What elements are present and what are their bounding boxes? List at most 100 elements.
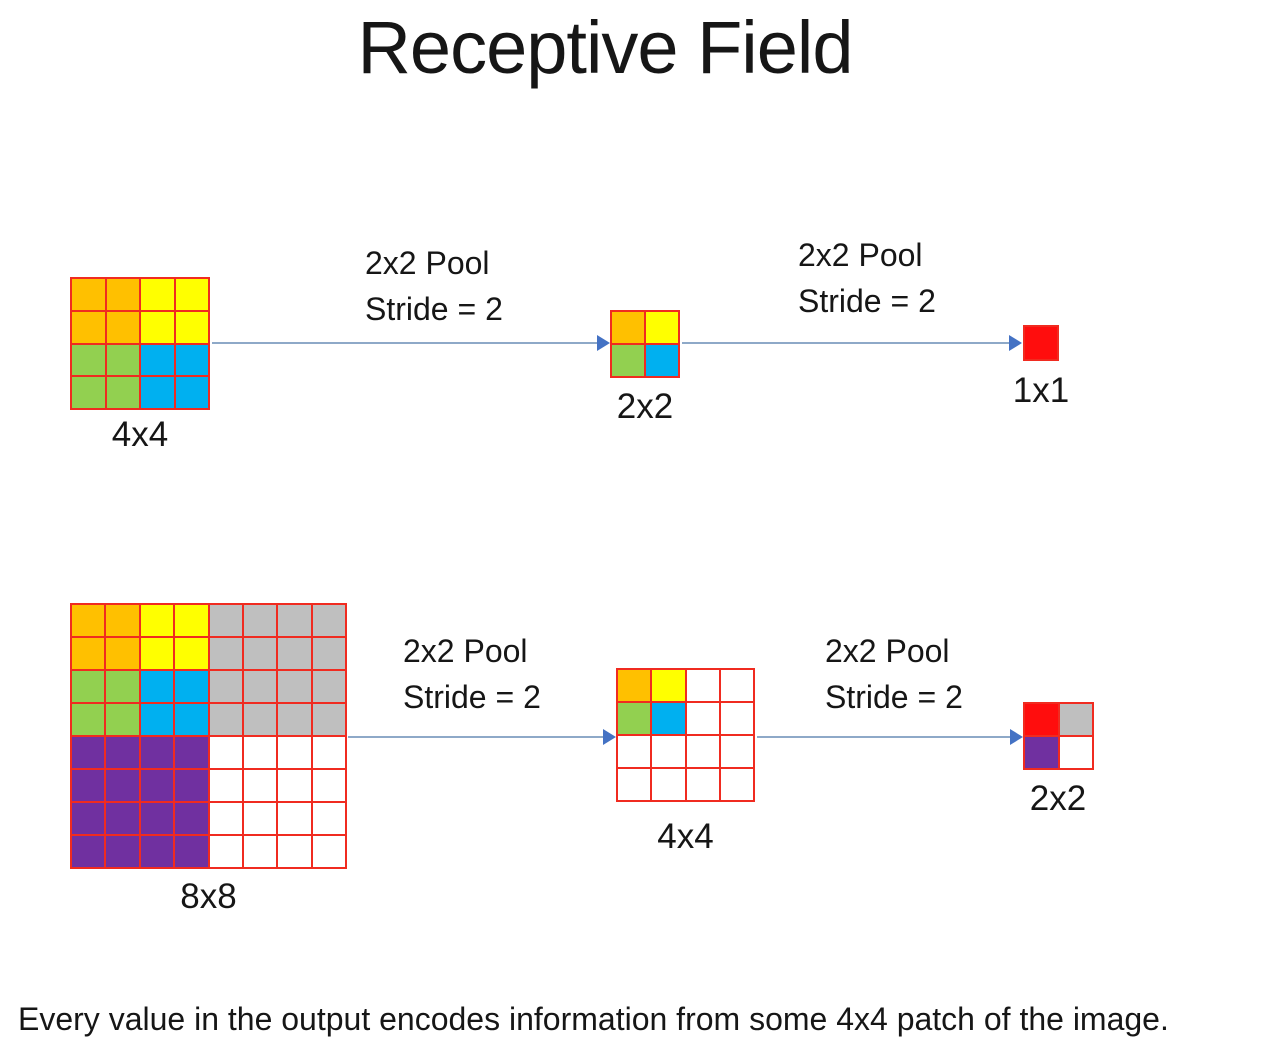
grid-cell-gray [209,605,242,636]
top-arrow-1 [212,335,610,351]
grid-cell-purple [140,737,174,768]
grid-cell-yellow [652,670,685,701]
top-input-grid-label: 4x4 [111,415,169,454]
grid-cell-white [686,769,719,800]
grid-cell-yellow [175,638,208,669]
grid-cell-gray [312,671,345,702]
grid-cell-purple [175,803,208,834]
arrow-line [682,342,1009,344]
arrow-line [212,342,597,344]
grid-cell-white [720,736,753,767]
pool-stride-text: Stride = 2 [798,283,936,319]
grid-cell-white [243,803,277,834]
grid-cell-green [72,344,105,376]
grid-cell-blue [140,671,174,702]
top-input-grid-4x4 [70,277,210,410]
grid-cell-purple [140,803,174,834]
grid-cell-orange [106,279,139,310]
bottom-input-grid-label: 8x8 [180,877,237,916]
bottom-arrow-2 [757,729,1023,745]
arrow-right-icon [603,729,616,745]
page-title: Receptive Field [357,6,853,89]
grid-cell-green [106,344,139,376]
grid-cell-gray [312,638,345,669]
grid-cell-white [312,770,345,801]
bottom-output-grid-2x2 [1023,702,1094,770]
grid-cell-white [243,737,277,768]
grid-cell-blue [140,704,174,735]
grid-cell-blue [141,377,174,408]
grid-cell-purple [72,770,105,801]
grid-cell-white [686,736,719,767]
grid-cell-gray [209,638,242,669]
grid-cell-yellow [175,279,208,310]
grid-cell-purple [106,803,139,834]
grid-cell-orange [72,638,105,669]
grid-cell-purple [106,836,139,867]
bottom-pool2-label: 2x2 Pool Stride = 2 [825,628,963,720]
grid-cell-white [312,836,345,867]
grid-cell-green [618,703,651,734]
top-output-grid-1x1 [1023,325,1059,361]
arrow-right-icon [597,335,610,351]
grid-cell-orange [618,670,651,701]
grid-cell-gray [209,704,242,735]
grid-cell-white [652,736,685,767]
grid-cell-white [312,803,345,834]
grid-cell-yellow [175,605,208,636]
grid-cell-purple [72,836,105,867]
grid-cell-purple [106,770,139,801]
grid-cell-orange [72,279,105,310]
arrow-line [757,736,1010,738]
grid-cell-green [612,345,644,376]
grid-cell-white [278,770,311,801]
grid-cell-yellow [140,605,174,636]
grid-cell-white [243,770,277,801]
bottom-arrow-1 [348,729,616,745]
grid-cell-blue [175,344,208,376]
bottom-mid-grid-label: 4x4 [657,817,714,856]
top-mid-grid-2x2 [610,310,680,378]
grid-cell-gray [209,671,242,702]
grid-cell-yellow [646,312,678,343]
grid-cell-gray [243,605,277,636]
grid-cell-white [652,769,685,800]
grid-cell-gray [243,704,277,735]
grid-cell-white [686,670,719,701]
grid-cell-white [618,736,651,767]
grid-cell-white [312,737,345,768]
grid-cell-white [720,703,753,734]
grid-cell-gray [278,638,311,669]
grid-cell-white [243,836,277,867]
grid-cell-gray [243,638,277,669]
grid-cell-orange [106,638,139,669]
grid-cell-red [1025,704,1058,735]
grid-cell-green [106,377,139,408]
grid-cell-yellow [175,311,208,343]
top-arrow-2 [682,335,1022,351]
grid-cell-blue [652,703,685,734]
grid-cell-purple [175,770,208,801]
top-pool1-label: 2x2 Pool Stride = 2 [365,240,503,332]
top-pool2-label: 2x2 Pool Stride = 2 [798,232,936,324]
grid-cell-gray [1059,704,1092,735]
top-output-grid-label: 1x1 [1012,371,1070,410]
grid-cell-white [720,769,753,800]
grid-cell-blue [141,344,174,376]
grid-cell-green [106,704,139,735]
top-mid-grid-label: 2x2 [616,387,674,426]
bottom-pool1-label: 2x2 Pool Stride = 2 [403,628,541,720]
grid-cell-white [278,803,311,834]
grid-cell-red [1025,327,1057,359]
grid-cell-green [72,671,105,702]
grid-cell-white [209,737,242,768]
grid-cell-white [209,770,242,801]
caption-text: Every value in the output encodes inform… [18,1001,1169,1037]
grid-cell-green [72,704,105,735]
pool-stride-text: Stride = 2 [403,679,541,715]
pool-op-text: 2x2 Pool [798,237,923,273]
pool-op-text: 2x2 Pool [825,633,950,669]
grid-cell-green [106,671,139,702]
pool-op-text: 2x2 Pool [365,245,490,281]
